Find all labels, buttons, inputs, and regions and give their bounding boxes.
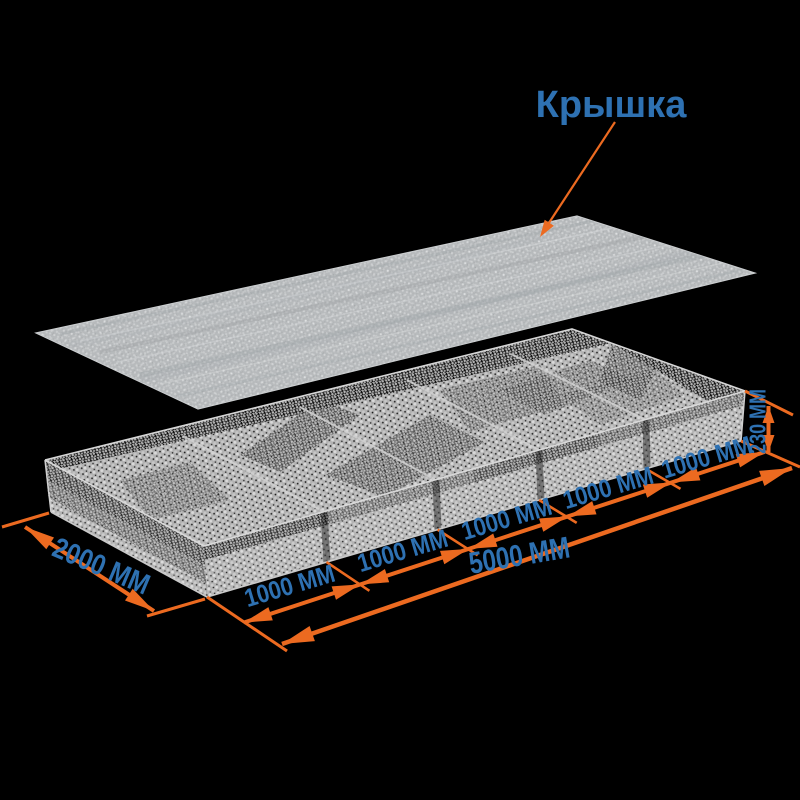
svg-text:230 ММ: 230 ММ	[745, 389, 771, 454]
svg-text:Крышка: Крышка	[536, 84, 688, 126]
